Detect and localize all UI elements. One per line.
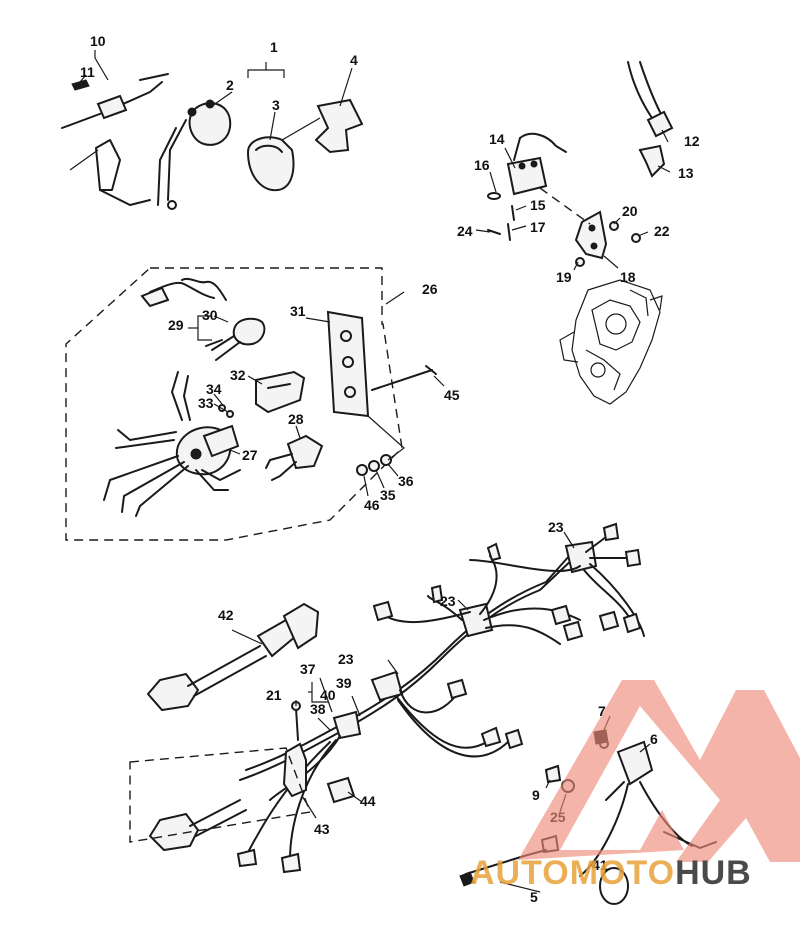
callout-c1: 1 xyxy=(270,39,278,55)
callout-c10: 10 xyxy=(90,33,106,49)
callout-c12: 12 xyxy=(684,133,700,149)
lanyard-switch xyxy=(140,277,266,361)
callout-c13: 13 xyxy=(678,165,694,181)
hardware-small xyxy=(487,192,515,241)
callout-c34: 34 xyxy=(206,381,222,397)
callout-c31: 31 xyxy=(290,303,306,319)
fasteners xyxy=(218,365,437,476)
callout-c16: 16 xyxy=(474,157,490,173)
callout-c21: 21 xyxy=(266,687,282,703)
callout-c43: 43 xyxy=(314,821,330,837)
callout-c40: 40 xyxy=(320,687,336,703)
starter-solenoid xyxy=(157,99,232,210)
callout-c42: 42 xyxy=(218,607,234,623)
callout-c33: 33 xyxy=(198,395,214,411)
coil-bracket xyxy=(574,210,641,267)
engine-block xyxy=(559,279,663,405)
callout-c38: 38 xyxy=(310,701,326,717)
callout-c36: 36 xyxy=(398,473,414,489)
callout-c46: 46 xyxy=(364,497,380,513)
watermark-logo: AUTOMOTOHUB xyxy=(470,680,800,892)
callout-c14: 14 xyxy=(489,131,505,147)
mounting-plate xyxy=(314,98,364,154)
callout-c23c: 23 xyxy=(338,651,354,667)
callout-c24: 24 xyxy=(457,223,473,239)
callout-c9: 9 xyxy=(532,787,540,803)
watermark-text-primary: AUTOMOTOHUB xyxy=(470,854,752,892)
callout-c32: 32 xyxy=(230,367,246,383)
callout-c41: 41 xyxy=(592,857,608,873)
callout-c29: 29 xyxy=(168,317,184,333)
warning-triangle-icon xyxy=(518,680,800,862)
callout-c4: 4 xyxy=(350,52,358,68)
main-connector xyxy=(148,799,247,852)
callout-c3: 3 xyxy=(272,97,280,113)
callout-c7: 7 xyxy=(598,703,606,719)
callout-c45: 45 xyxy=(444,387,460,403)
solenoid-bracket xyxy=(246,136,295,192)
callout-c30: 30 xyxy=(202,307,218,323)
callout-c37: 37 xyxy=(300,661,316,677)
callout-c20: 20 xyxy=(622,203,638,219)
callout-c2: 2 xyxy=(226,77,234,93)
callout-c44: 44 xyxy=(360,793,376,809)
callout-c23a: 23 xyxy=(548,519,564,535)
push-button xyxy=(265,434,324,481)
switch-plate xyxy=(326,310,370,418)
callout-c17: 17 xyxy=(530,219,546,235)
callout-c5: 5 xyxy=(530,889,538,905)
callout-c35: 35 xyxy=(380,487,396,503)
ignition-coil xyxy=(506,132,567,196)
ignition-key-switch xyxy=(103,371,241,517)
callout-c19: 19 xyxy=(556,269,572,285)
callout-c11: 11 xyxy=(80,64,95,80)
callout-c39: 39 xyxy=(336,675,352,691)
callout-c15: 15 xyxy=(530,197,546,213)
callout-c6: 6 xyxy=(650,731,658,747)
trim-harness xyxy=(146,602,320,712)
ignition-switch-bracket xyxy=(255,370,306,414)
callout-c18: 18 xyxy=(620,269,636,285)
sensor-lead xyxy=(627,61,674,178)
wiring-harness xyxy=(236,522,645,874)
callout-c22: 22 xyxy=(654,223,670,239)
callout-c26: 26 xyxy=(422,281,438,297)
callout-c23b: 23 xyxy=(440,593,456,609)
callout-c27: 27 xyxy=(242,447,258,463)
callout-c28: 28 xyxy=(288,411,304,427)
cable-assembly xyxy=(61,73,169,206)
